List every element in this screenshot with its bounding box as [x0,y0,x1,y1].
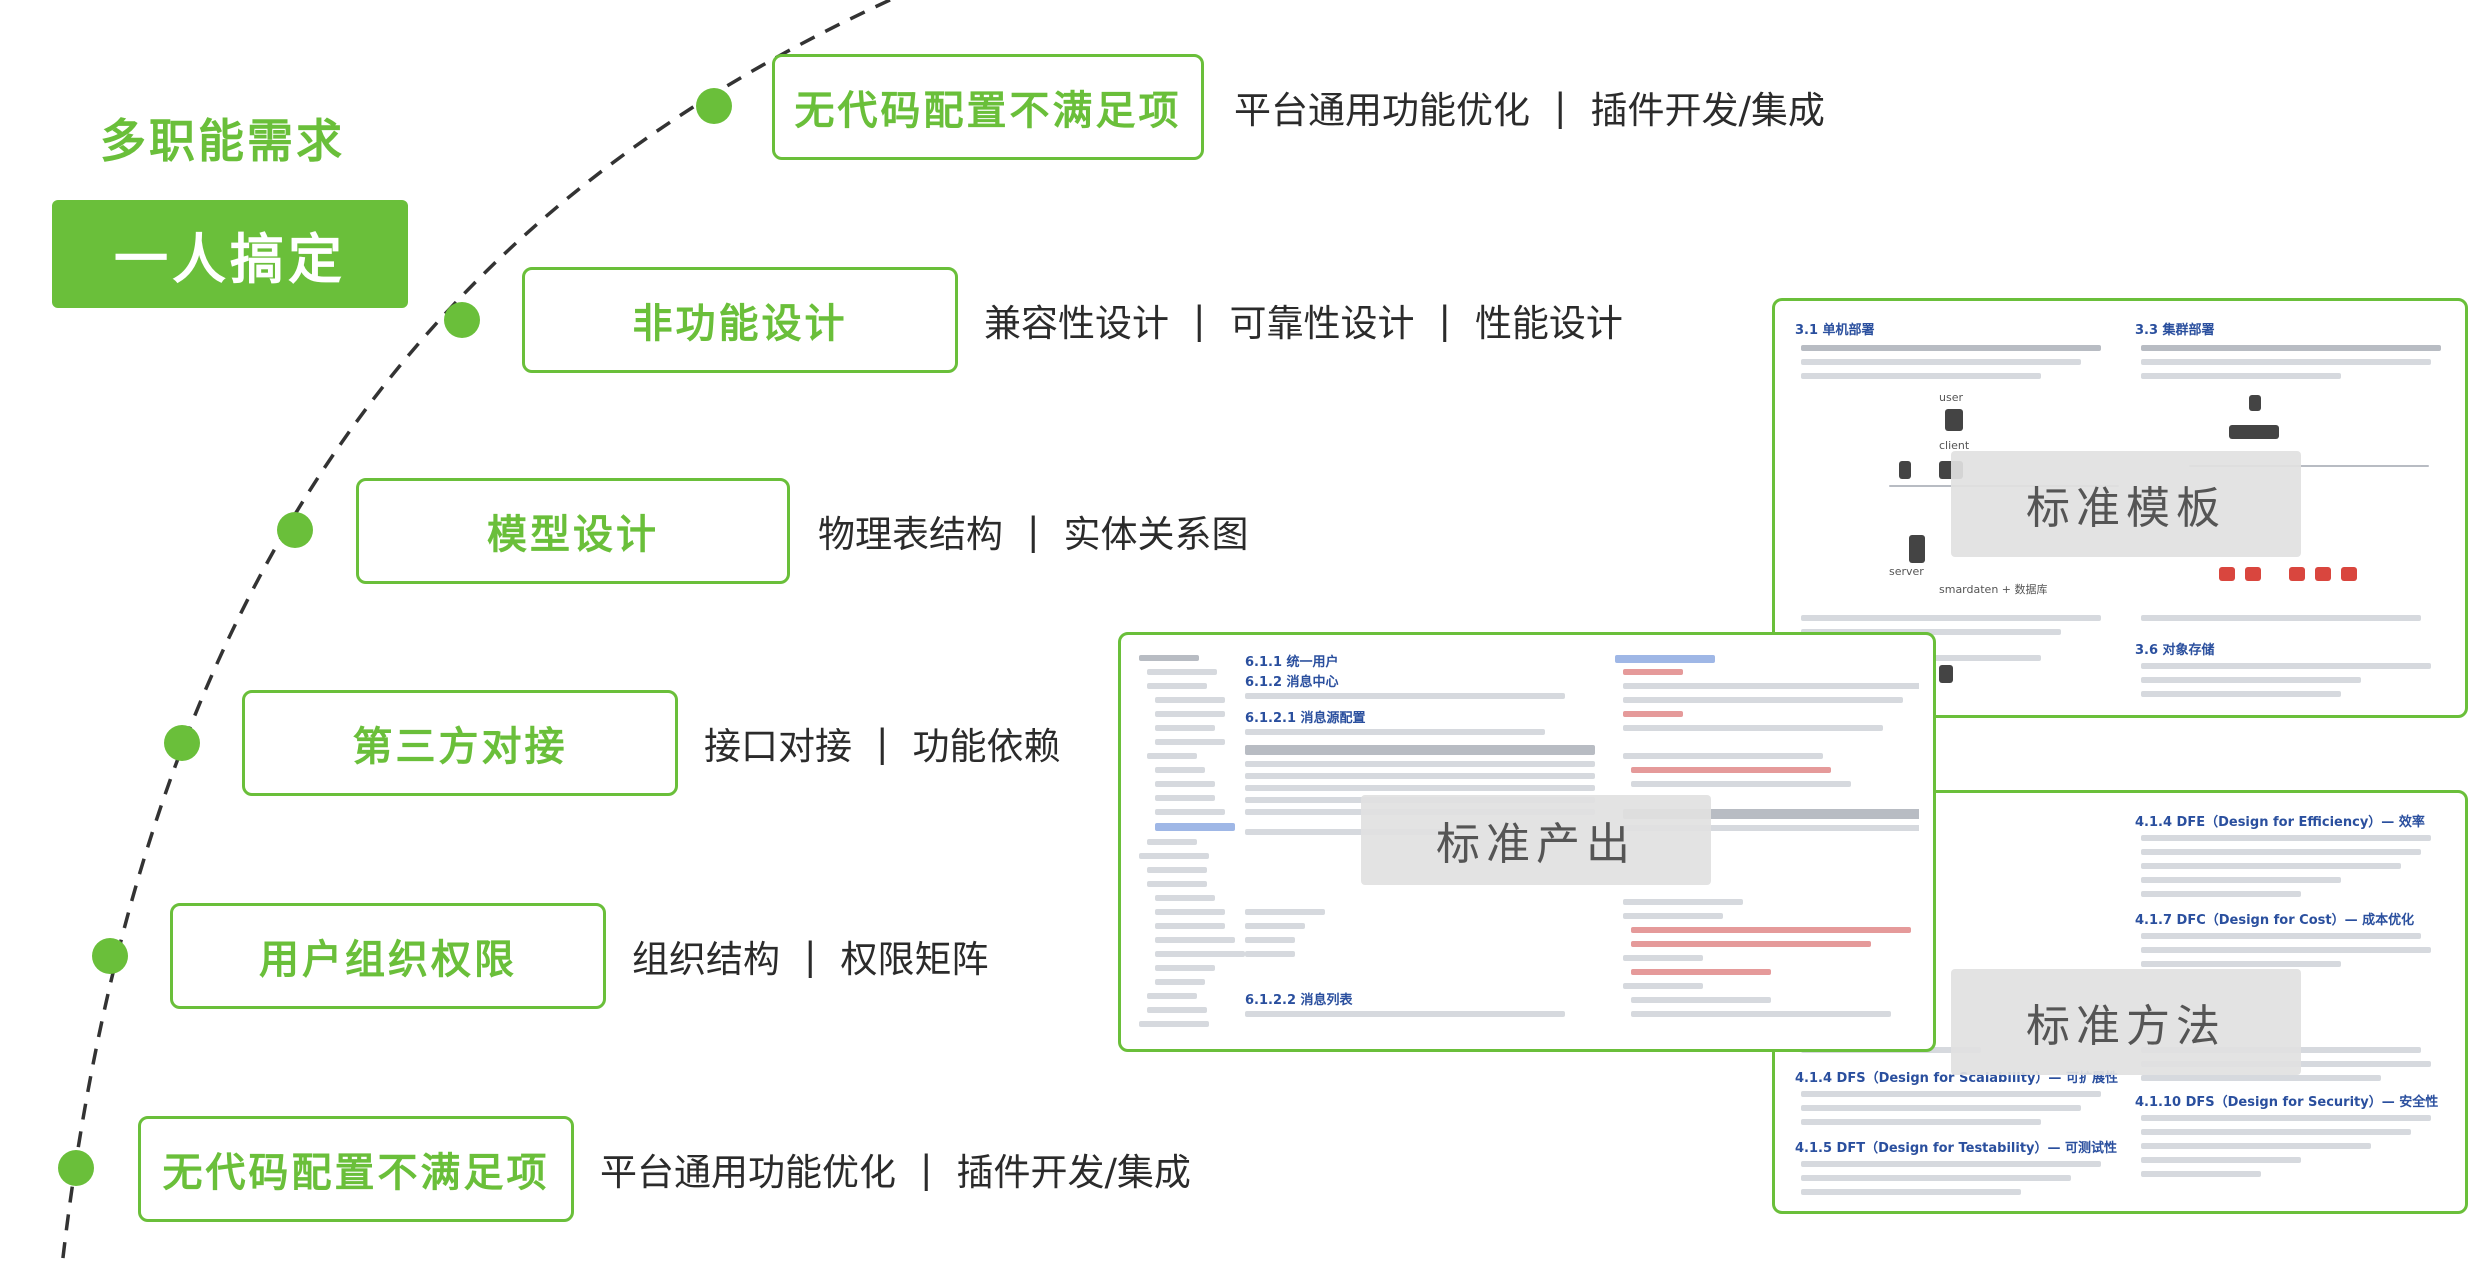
step-item: 组织结构 [632,938,780,981]
doc-heading: 4.1.10 DFS（Design for Security）— 安全性 [2135,1095,2439,1110]
step-box-nocode-bottom: 无代码配置不满足项 [138,1116,574,1222]
timeline-dot [277,512,313,548]
step-item: 平台通用功能优化 [1234,89,1530,132]
user-icon [1945,409,1963,431]
doc-heading: 6.1.2.2 消息列表 [1245,993,1353,1008]
step-desc-nocode-top: 平台通用功能优化 | 插件开发/集成 [1234,54,1825,160]
doc-heading: 3.1 单机部署 [1795,323,1875,338]
step-desc-permissions: 组织结构 | 权限矩阵 [632,903,988,1009]
step-desc-nocode-bottom: 平台通用功能优化 | 插件开发/集成 [600,1116,1191,1222]
diagram-client-label: client [1939,439,1970,452]
user-icon [2249,395,2261,411]
separator: | [1554,85,1567,129]
timeline-dot [58,1150,94,1186]
standard-output-label: 标准产出 [1361,795,1711,885]
doc-heading: 3.3 集群部署 [2135,323,2215,338]
timeline-dot [696,88,732,124]
diagram-server-label: server [1889,565,1924,578]
timeline-dot [92,938,128,974]
step-box-permissions: 用户组织权限 [170,903,606,1009]
standard-method-label: 标准方法 [1951,969,2301,1075]
separator: | [1193,298,1206,342]
doc-heading: 4.1.5 DFT（Design for Testability）— 可测试性 [1795,1141,2118,1156]
step-item: 物理表结构 [818,513,1003,556]
step-item: 权限矩阵 [840,938,989,981]
doc-heading: 4.1.4 DFE（Design for Efficiency）— 效率 [2135,815,2425,830]
separator: | [1438,298,1451,342]
client-icon [2229,425,2279,439]
step-box-model: 模型设计 [356,478,790,584]
step-item: 插件开发/集成 [1590,89,1825,132]
step-item: 兼容性设计 [984,302,1169,345]
standard-output-card: 6.1.1 统一用户 6.1.2 消息中心 6.1.2.1 消息源配置 6.1.… [1118,632,1936,1052]
separator: | [804,934,817,978]
standard-template-card: 3.1 单机部署 3.3 集群部署 user client server sma… [1772,298,2468,718]
separator: | [920,1147,933,1191]
doc-heading: 3.6 对象存储 [2135,643,2215,658]
one-person-badge: 一人搞定 [52,200,408,308]
step-box-nocode-top: 无代码配置不满足项 [772,54,1204,160]
doc-heading: 6.1.1 统一用户 [1245,655,1339,670]
step-item: 性能设计 [1474,302,1623,345]
step-item: 可靠性设计 [1229,302,1415,345]
doc-heading: 6.1.2.1 消息源配置 [1245,711,1366,726]
step-item: 插件开发/集成 [956,1151,1191,1194]
step-item: 接口对接 [704,725,852,768]
timeline-dot [164,725,200,761]
step-item: 实体关系图 [1063,513,1249,556]
doc-heading: 4.1.7 DFC（Design for Cost）— 成本优化 [2135,913,2415,928]
phone-icon [1899,461,1911,479]
doc-heading: 6.1.2 消息中心 [1245,675,1339,690]
step-item: 功能依赖 [912,725,1061,768]
step-desc-nonfunctional: 兼容性设计 | 可靠性设计 | 性能设计 [984,267,1623,373]
diagram-user-label: user [1939,391,1963,404]
server-icon [1909,535,1925,563]
step-box-thirdparty: 第三方对接 [242,690,678,796]
step-desc-thirdparty: 接口对接 | 功能依赖 [704,690,1060,796]
step-desc-model: 物理表结构 | 实体关系图 [818,478,1248,584]
separator: | [876,721,889,765]
step-item: 平台通用功能优化 [600,1151,896,1194]
step-box-nonfunctional: 非功能设计 [522,267,958,373]
multi-role-heading: 多职能需求 [100,114,345,168]
diagram-db-label: smardaten + 数据库 [1939,583,2048,596]
timeline-dot [444,302,480,338]
standard-template-label: 标准模板 [1951,451,2301,557]
separator: | [1027,509,1040,553]
